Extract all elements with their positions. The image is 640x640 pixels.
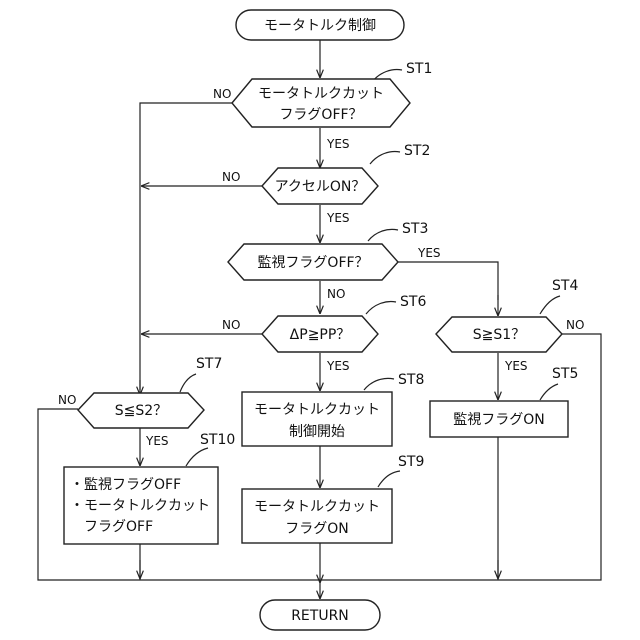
process-st8: モータトルクカット 制御開始 [242,392,392,446]
st7-step-label: ST7 [196,356,222,372]
st4-yes-label: YES [504,359,528,373]
process-st9: モータトルクカット フラグON [242,489,392,543]
st9-text-line2: フラグON [285,521,349,537]
st3-step-label: ST3 [402,221,428,237]
st3-text: 監視フラグOFF？ [257,254,368,271]
return-label: RETURN [291,608,349,624]
decision-st4: S≧S1？ [436,317,562,352]
st2-text: アクセルON？ [275,179,366,195]
st6-step-label: ST6 [400,294,426,310]
st4-no-label: NO [566,318,584,332]
leader-st5 [540,384,558,400]
start-terminal: モータトルク制御 [236,10,404,40]
st8-text-line2: 制御開始 [289,424,345,440]
st4-text: S≧S1？ [473,327,525,343]
leader-st8 [364,378,394,390]
st7-no-label: NO [58,393,76,407]
leader-st10 [186,448,208,466]
st2-yes-label: YES [326,211,350,225]
st10-text-line2: ・モータトルクカット [70,498,210,514]
edge-st1-no [140,103,232,390]
st2-step-label: ST2 [404,143,430,159]
leader-st2 [370,152,400,165]
st8-step-label: ST8 [398,372,424,388]
st4-step-label: ST4 [552,278,578,294]
st9-text-line1: モータトルクカット [254,499,380,515]
st10-text-line1: ・監視フラグOFF [70,476,181,493]
decision-st6: ΔP≧PP？ [262,316,378,352]
leader-st9 [378,471,400,487]
st6-yes-label: YES [326,359,350,373]
st2-no-label: NO [222,170,240,184]
leader-st7 [180,374,196,392]
process-st5: 監視フラグON [430,401,568,437]
st1-text-line2: フラグOFF？ [279,107,362,123]
decision-st1: モータトルクカット フラグOFF？ [232,79,410,127]
st10-step-label: ST10 [200,432,235,448]
st1-yes-label: YES [326,137,350,151]
st10-text-line3: フラグOFF [70,519,153,535]
st5-step-label: ST5 [552,366,578,382]
st6-text: ΔP≧PP？ [290,327,351,343]
st3-yes-label: YES [417,246,441,260]
decision-st3: 監視フラグOFF？ [228,244,398,280]
st3-no-label: NO [327,287,345,301]
st8-text-line1: モータトルクカット [254,402,380,418]
st6-no-label: NO [222,318,240,332]
st5-text: 監視フラグON [453,411,545,428]
leader-st4 [540,296,560,314]
st1-no-label: NO [213,87,231,101]
leader-st3 [368,229,398,241]
st1-text-line1: モータトルクカット [258,86,384,102]
start-label: モータトルク制御 [264,18,376,34]
return-terminal: RETURN [260,600,380,630]
st7-yes-label: YES [145,434,169,448]
leader-st6 [366,302,396,315]
process-st10: ・監視フラグOFF ・モータトルクカット フラグOFF [64,467,218,544]
decision-st7: S≦S2？ [78,393,204,428]
st7-text: S≦S2？ [115,403,167,419]
decision-st2: アクセルON？ [262,168,378,204]
st9-step-label: ST9 [398,454,424,470]
st1-step-label: ST1 [406,61,432,77]
